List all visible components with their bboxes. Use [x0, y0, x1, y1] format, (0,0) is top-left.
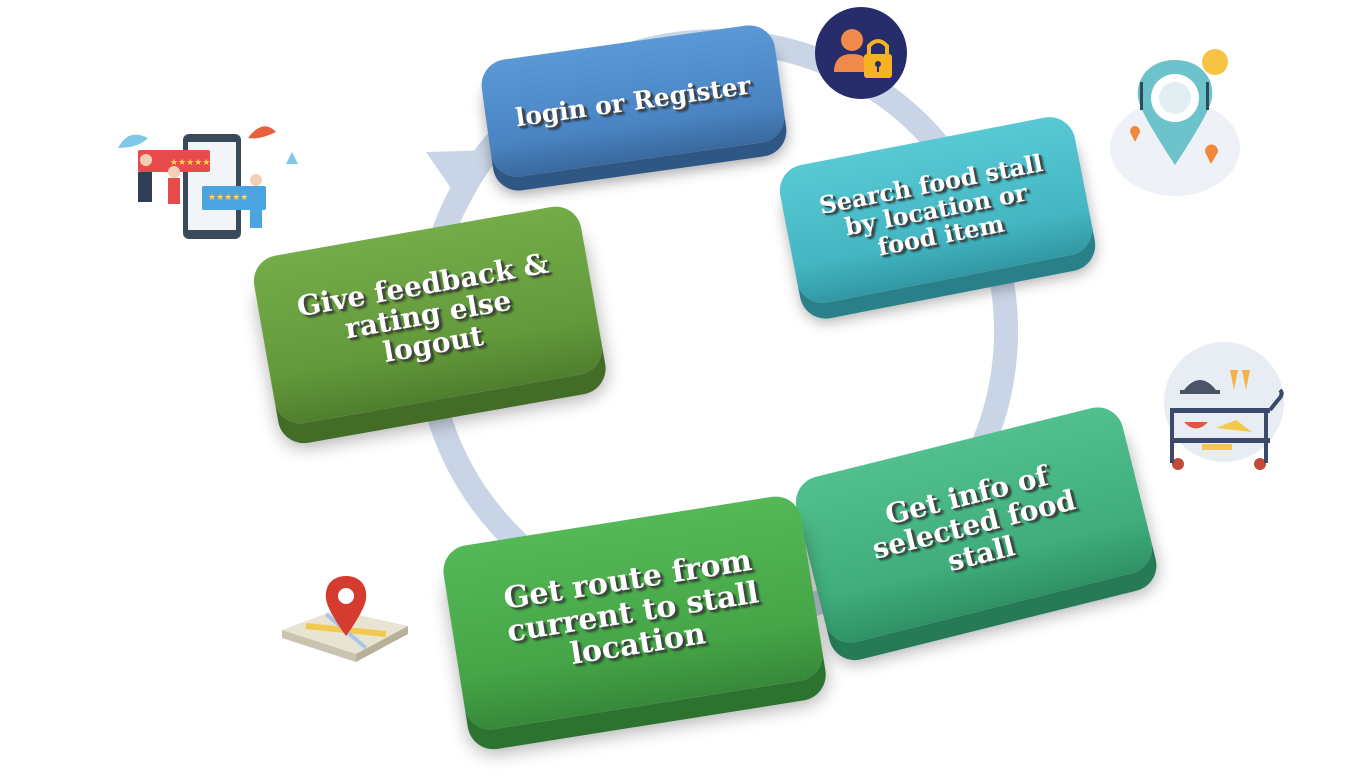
- review-rating-icon: ★★★★★ ★★★★★: [118, 126, 298, 239]
- serving-cart-icon: [1164, 342, 1284, 470]
- restaurant-map-pin-icon: [1110, 49, 1240, 196]
- svg-text:★★★★★: ★★★★★: [208, 193, 248, 203]
- user-lock-icon: [815, 7, 907, 99]
- map-pin-icon: [282, 576, 408, 662]
- svg-text:★★★★★: ★★★★★: [170, 158, 210, 168]
- cycle-arrowhead-icon: [426, 150, 498, 210]
- step-label: login or Register: [513, 70, 753, 132]
